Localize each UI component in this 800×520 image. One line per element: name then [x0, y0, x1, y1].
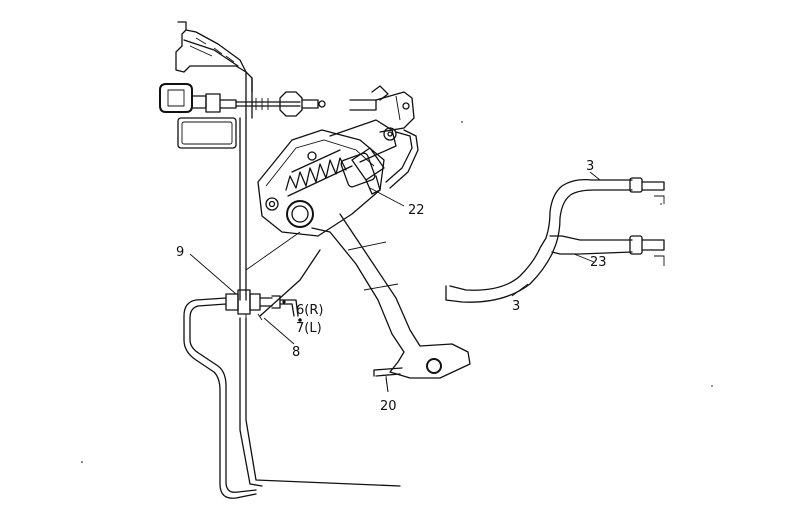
label-3-bottom: 3 [512, 299, 520, 314]
master-cylinder-boot [159, 83, 326, 117]
brake-line-pipe [183, 297, 257, 499]
reservoir-fitting [349, 85, 415, 133]
label-8: 8 [292, 345, 300, 360]
return-spring [285, 149, 376, 197]
label-3-top: 3 [586, 159, 594, 174]
union-fitting [225, 289, 299, 322]
master-cylinder-body [329, 119, 419, 189]
leader-lines [189, 171, 601, 393]
firewall-bracket [175, 21, 253, 119]
label-22: 22 [408, 203, 425, 218]
stop-switch-22 [351, 147, 405, 207]
label-23: 23 [590, 255, 607, 270]
brake-hose-assembly [445, 177, 665, 303]
label-20: 20 [380, 399, 397, 414]
mounting-plate [177, 117, 237, 149]
label-6: 6(R) [296, 303, 323, 318]
support-rods [239, 117, 401, 487]
label-dot [298, 318, 302, 322]
pedal-arm [311, 213, 471, 393]
scan-specks [81, 121, 713, 463]
label-9: 9 [176, 245, 184, 260]
linkage-rod [245, 231, 321, 317]
label-7: 7(L) [296, 321, 322, 336]
